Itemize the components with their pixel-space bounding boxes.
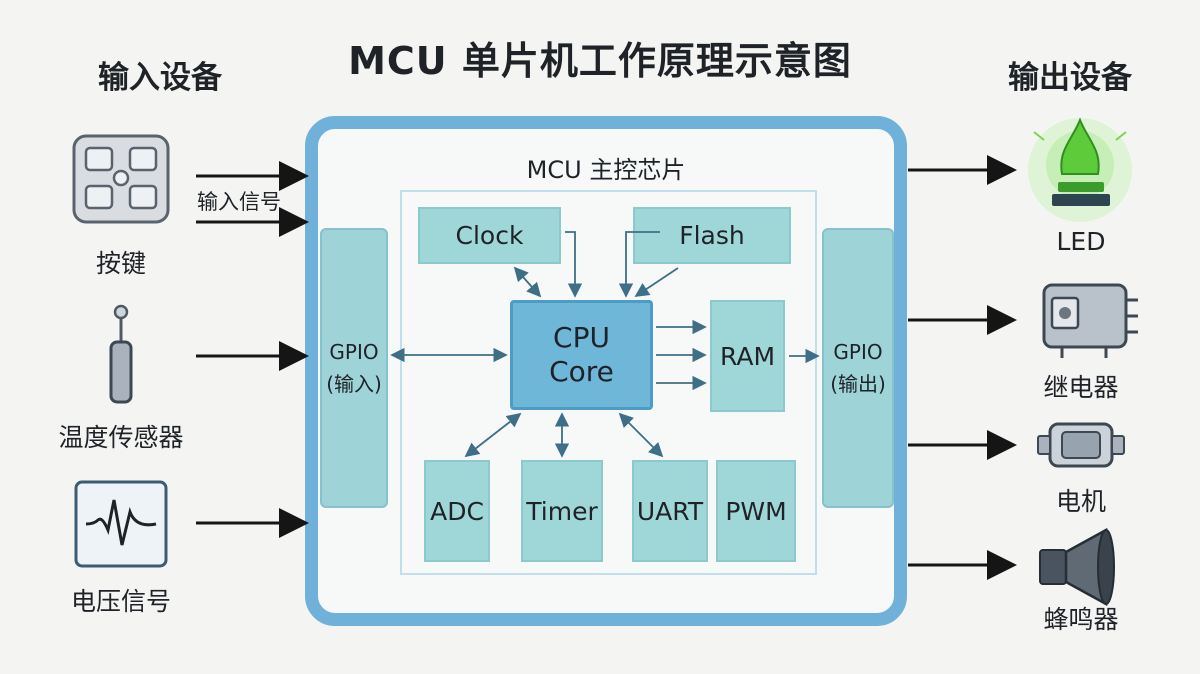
flash-block: Flash [633, 207, 791, 264]
ram-label: RAM [719, 341, 776, 371]
led-icon [1028, 117, 1132, 222]
flash-label: Flash [679, 221, 745, 250]
ram-block: RAM [710, 300, 785, 412]
uart-label: UART [636, 496, 704, 526]
motor-label: 电机 [1055, 487, 1106, 516]
motor-icon [1037, 422, 1125, 468]
relay-icon [1042, 283, 1138, 358]
relay-label: 继电器 [1043, 373, 1119, 402]
keypad-icon [72, 134, 170, 224]
keypad-label: 按键 [95, 249, 146, 278]
input-devices-heading: 输入设备 [98, 60, 222, 96]
temperature-sensor-label: 温度传感器 [58, 423, 184, 452]
input-signal-label: 输入信号 [197, 190, 281, 214]
temperature-sensor-icon [109, 304, 133, 404]
gpio-output-block: GPIO (输出) [822, 228, 894, 508]
gpio-input-label: GPIO [329, 340, 379, 364]
mcu-internal-frame [400, 190, 817, 575]
pwm-label: PWM [725, 496, 787, 526]
gpio-input-sublabel: (输入) [326, 372, 382, 396]
diagram-title: MCU 单片机工作原理示意图 [348, 39, 852, 83]
gpio-output-sublabel: (输出) [830, 372, 886, 396]
pwm-block: PWM [716, 460, 796, 562]
adc-label: ADC [430, 496, 484, 526]
clock-label: Clock [455, 221, 524, 250]
buzzer-label: 蜂鸣器 [1043, 605, 1119, 634]
mcu-chip-label: MCU 主控芯片 [526, 156, 686, 184]
gpio-output-label: GPIO [833, 340, 883, 364]
voltage-signal-label: 电压信号 [70, 587, 171, 616]
adc-block: ADC [424, 460, 490, 562]
output-devices-heading: 输出设备 [1008, 60, 1132, 96]
timer-block: Timer [521, 460, 603, 562]
cpu-label: CPU [553, 321, 610, 354]
waveform-icon [74, 480, 168, 568]
uart-block: UART [632, 460, 708, 562]
core-label: Core [549, 355, 614, 388]
mcu-chip-frame [305, 116, 907, 626]
clock-block: Clock [418, 207, 561, 264]
led-label: LED [1056, 227, 1106, 256]
gpio-input-block: GPIO (输入) [320, 228, 388, 508]
timer-label: Timer [526, 496, 598, 526]
buzzer-icon [1039, 527, 1115, 607]
